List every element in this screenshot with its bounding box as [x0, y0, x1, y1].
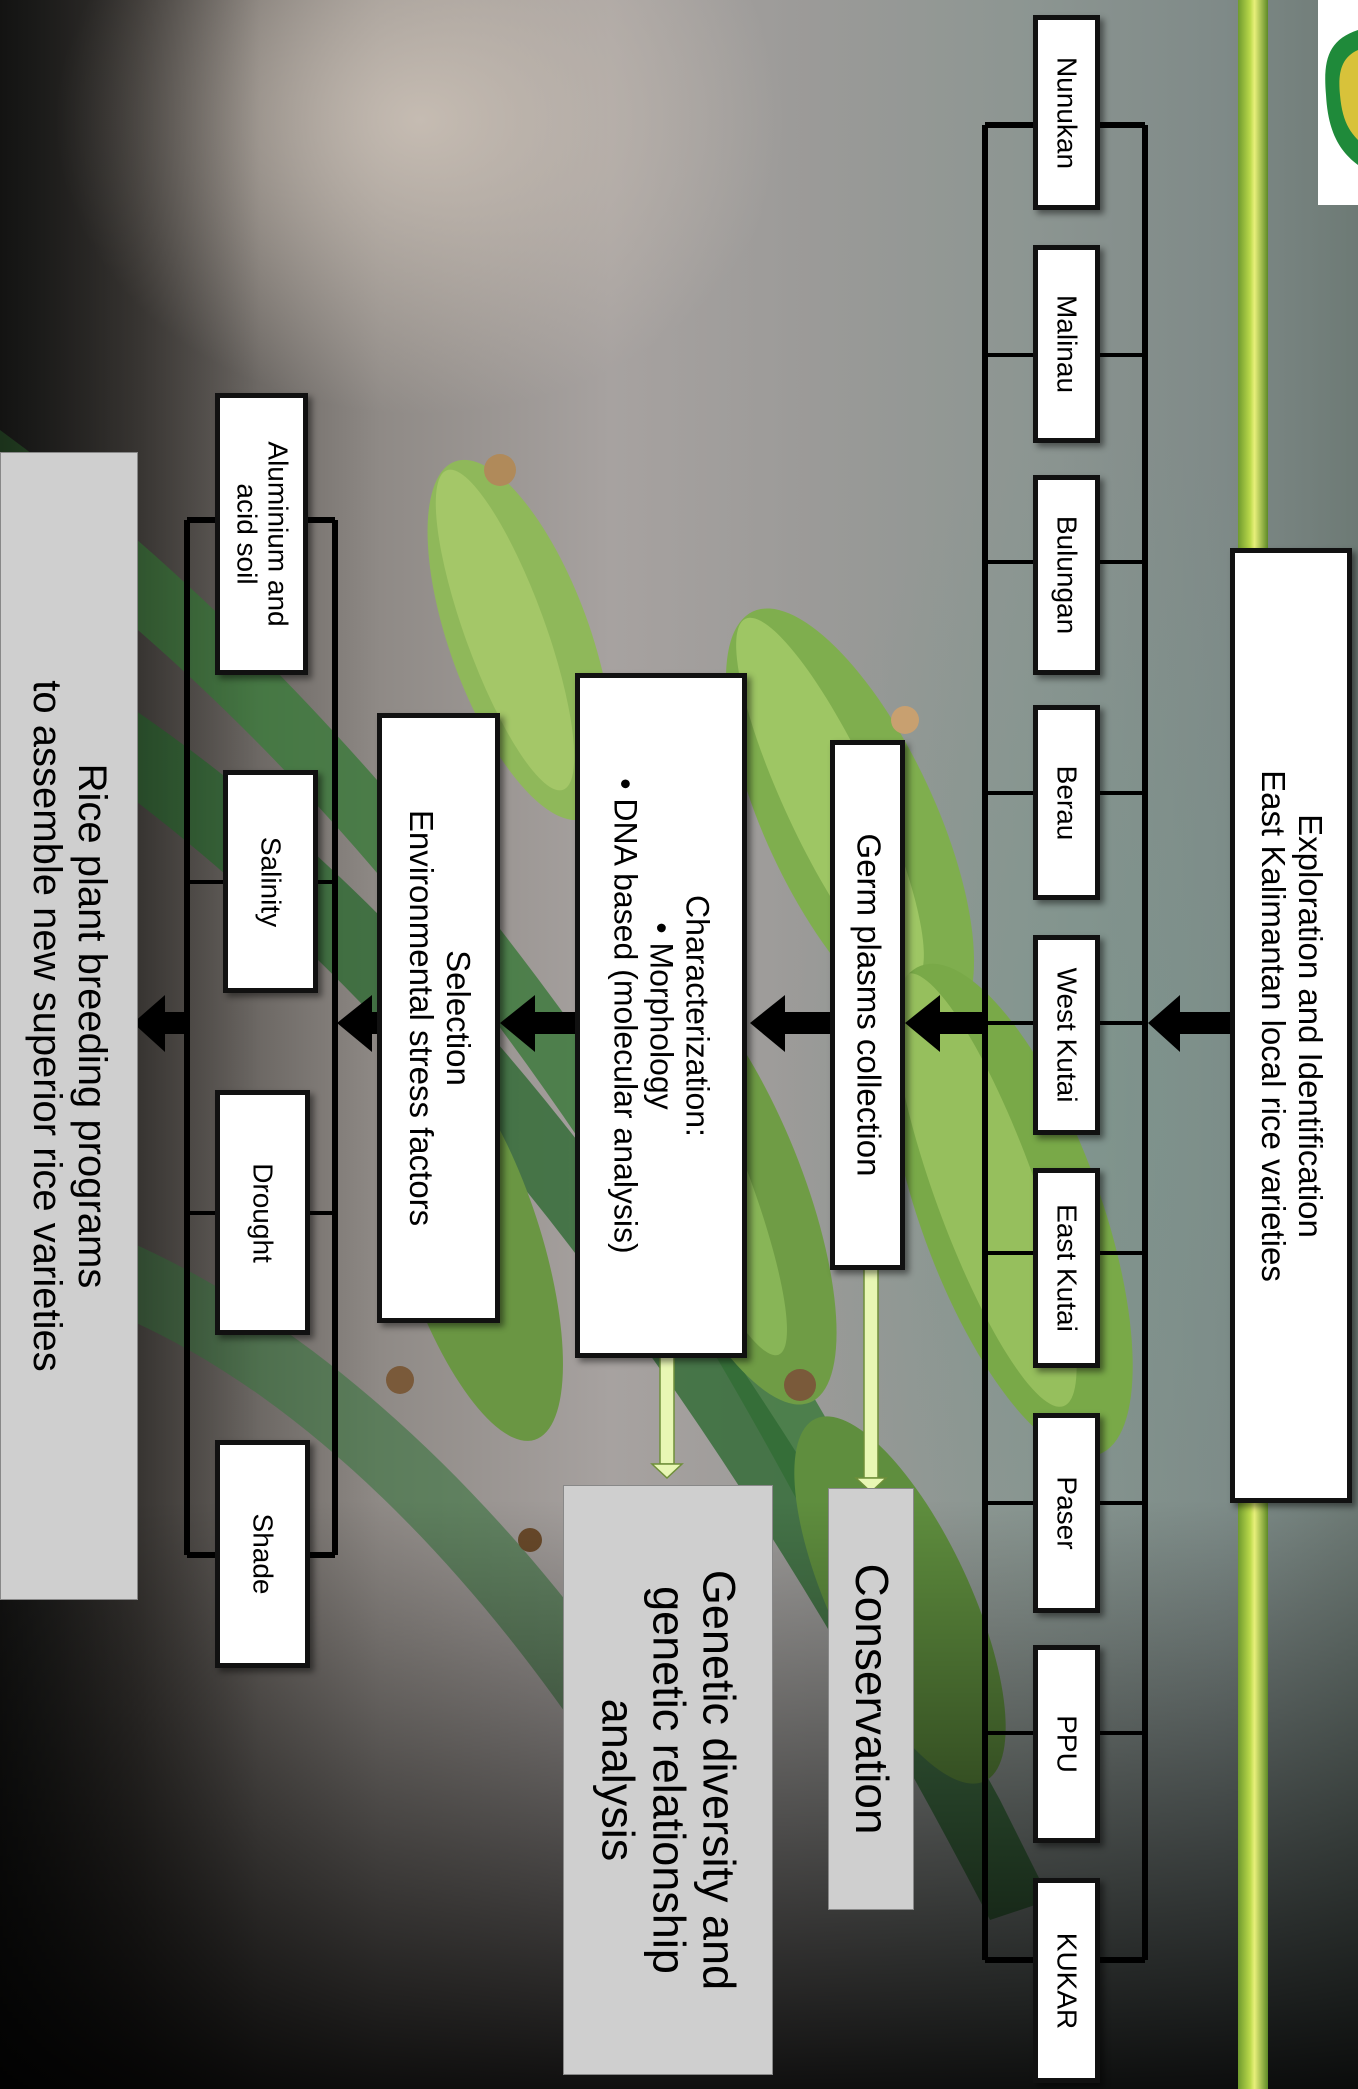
characterization-box: Characterization: • Morphology • DNA bas… [575, 673, 747, 1358]
exploration-title: Exploration and Identification [1291, 813, 1329, 1238]
region-box: Malinau [1033, 245, 1100, 443]
germplasm-label: Germ plasms collection [849, 833, 887, 1177]
genetic-diversity-line2: genetic relationship [643, 1586, 695, 1974]
region-box: West Kutai [1033, 935, 1100, 1135]
stress-factor-box: Drought [215, 1090, 310, 1335]
stress-factor-box: Salinity [223, 770, 318, 993]
stress-factor-label: Aluminium and [261, 441, 293, 627]
stress-factor-label: Shade [247, 1513, 279, 1595]
exploration-box: Exploration and Identification East Kali… [1230, 548, 1352, 1503]
region-label: Paser [1051, 1476, 1083, 1550]
selection-subtitle: Environmental stress factors [402, 809, 440, 1227]
germplasm-collection-box: Germ plasms collection [830, 740, 905, 1270]
region-label: Nunukan [1051, 56, 1083, 169]
region-box: Bulungan [1033, 475, 1100, 675]
selection-title: Selection [439, 950, 477, 1086]
region-box: PPU [1033, 1645, 1100, 1843]
region-box: KUKAR [1033, 1878, 1100, 2083]
genetic-diversity-box: Genetic diversity and genetic relationsh… [563, 1485, 773, 2075]
region-label: West Kutai [1051, 967, 1083, 1103]
institution-logo [1318, 0, 1358, 205]
stress-factor-label: Drought [247, 1162, 279, 1263]
stress-factor-label-2: acid soil [230, 483, 262, 585]
genetic-diversity-line1: Genetic diversity and [693, 1569, 745, 1991]
region-label: Bulungan [1051, 515, 1083, 635]
breeding-line2: to assemble new superior rice varieties [25, 680, 69, 1372]
conservation-label: Conservation [845, 1563, 898, 1835]
region-box: Paser [1033, 1413, 1100, 1613]
breeding-programs-box: Rice plant breeding programs to assemble… [0, 452, 138, 1600]
conservation-box: Conservation [828, 1488, 914, 1910]
characterization-title: Characterization: [679, 894, 716, 1137]
stress-factor-box: Shade [215, 1440, 310, 1668]
region-label: Berau [1051, 765, 1083, 840]
selection-box: Selection Environmental stress factors [377, 713, 500, 1323]
region-label: East Kutai [1051, 1204, 1083, 1332]
stress-factor-label: Salinity [255, 836, 287, 927]
breeding-line1: Rice plant breeding programs [69, 763, 114, 1289]
region-box: Berau [1033, 705, 1100, 900]
region-box: East Kutai [1033, 1168, 1100, 1368]
genetic-diversity-line3: analysis [592, 1698, 644, 1862]
region-label: PPU [1051, 1715, 1083, 1773]
region-box: Nunukan [1033, 15, 1100, 210]
stress-factor-box: Aluminium and acid soil [215, 393, 308, 675]
region-label: KUKAR [1051, 1932, 1083, 2029]
region-label: Malinau [1051, 294, 1083, 394]
exploration-subtitle: East Kalimantan local rice varieties [1255, 769, 1292, 1282]
characterization-item-morphology: • Morphology [643, 921, 680, 1110]
characterization-item-dna: • DNA based (molecular analysis) [608, 777, 645, 1254]
